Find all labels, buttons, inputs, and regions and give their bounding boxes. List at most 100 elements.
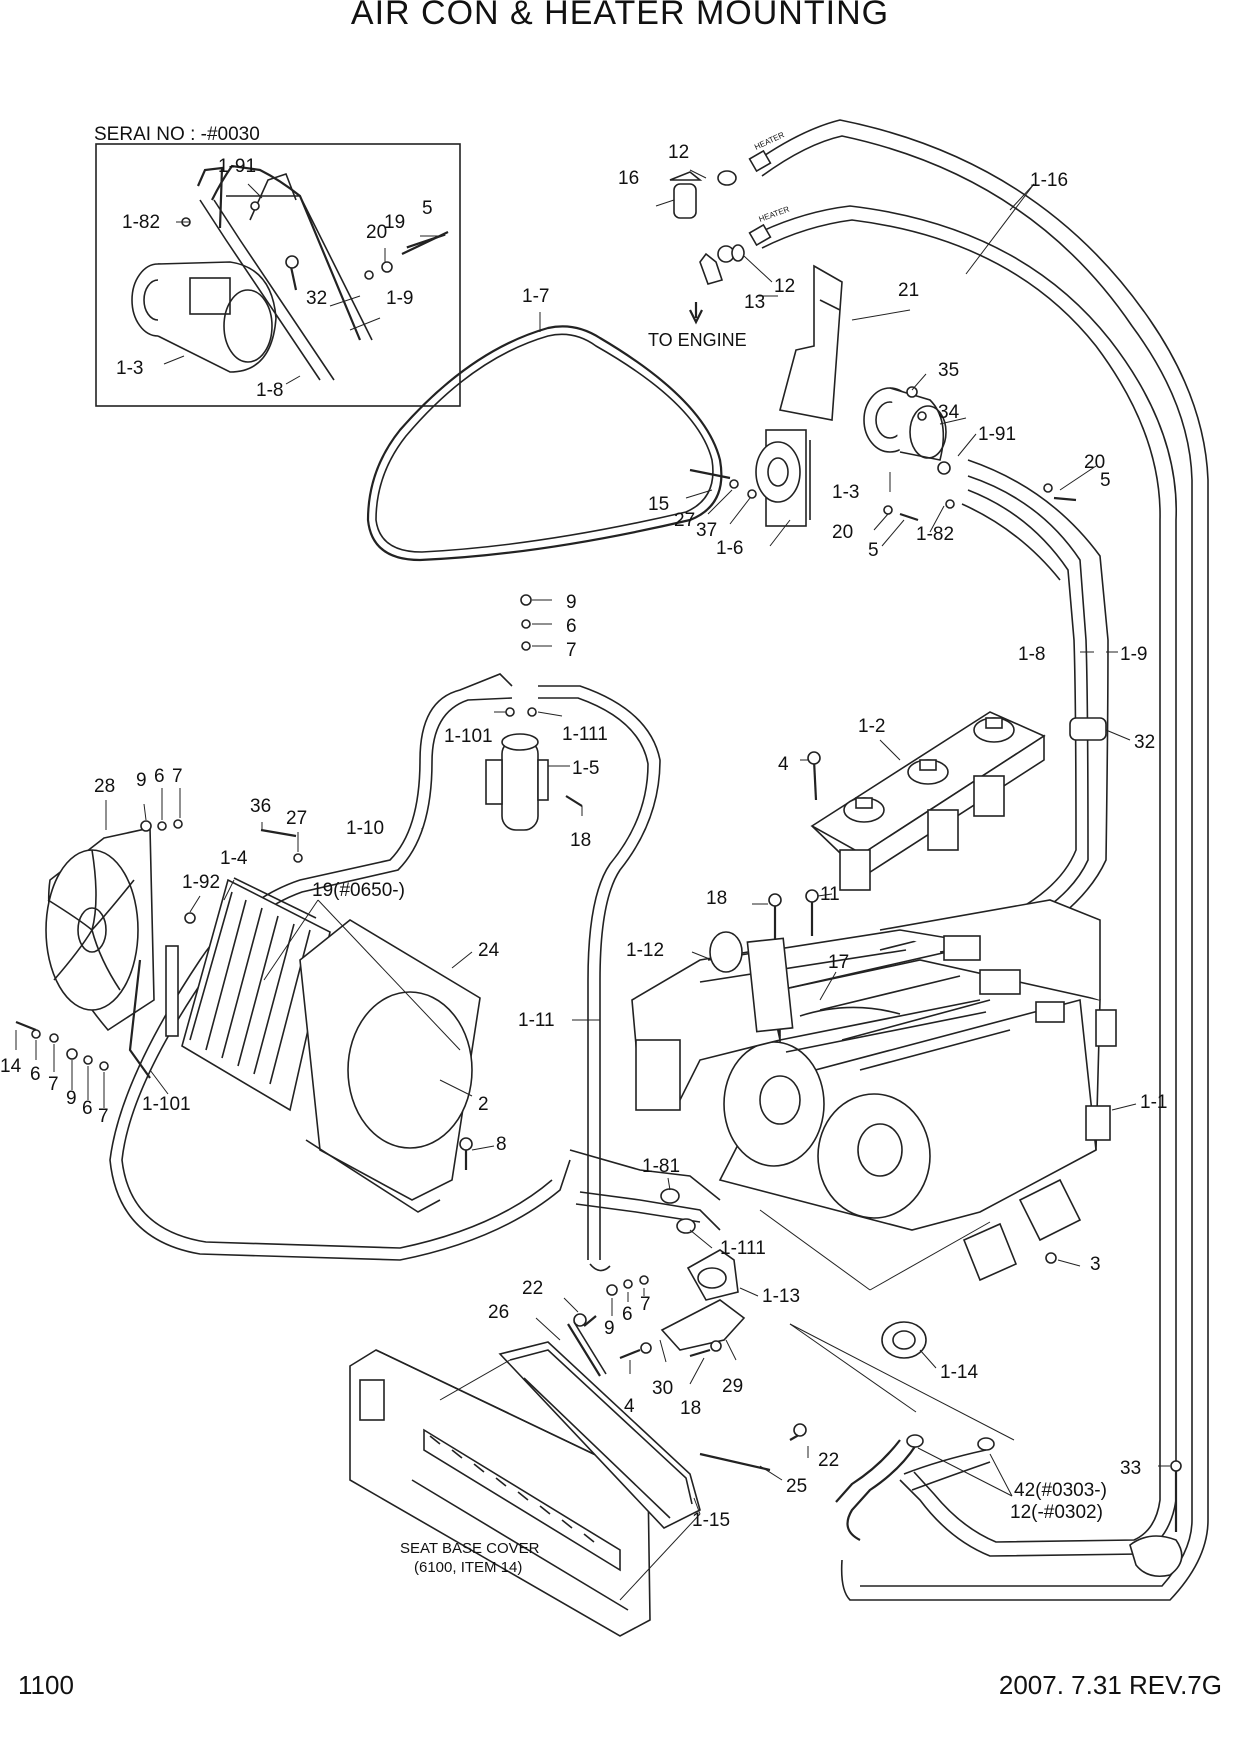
callout-label: 7 (566, 640, 577, 661)
seat-base-cover-label-1: SEAT BASE COVER (400, 1540, 540, 1557)
callout-label: 34 (938, 402, 960, 423)
callout-label: 9 (136, 770, 147, 791)
revision-date: 2007. 7.31 REV.7G (998, 1670, 1222, 1700)
inset-hose-discharge (196, 166, 224, 229)
callout-label: 5 (422, 198, 433, 219)
idler-pulley (689, 429, 811, 527)
callout-label: 7 (48, 1074, 59, 1095)
blower-left (723, 1041, 825, 1167)
callout-label: 17 (828, 952, 849, 973)
callout-label: 28 (94, 776, 115, 797)
callout-label: 9 (604, 1318, 615, 1339)
seal-1-13 (686, 1249, 739, 1301)
ac-hose-1-11 (538, 685, 661, 1260)
fan-shroud (260, 828, 481, 1213)
callout-label: 6 (154, 766, 165, 787)
blower-right (817, 1093, 931, 1219)
callout-label: 1-7 (522, 286, 549, 307)
callout-label: 22 (522, 1278, 543, 1299)
callout-leaders (15, 169, 1170, 1601)
to-engine-arrow-icon (689, 302, 703, 325)
callout-label: 1-10 (346, 818, 384, 839)
callout-labels: 1-91 1-82 20 19 5 32 1-9 1-3 1-8 12 16 1… (0, 142, 1167, 1531)
callout-label: 1-111 (562, 724, 608, 745)
callout-label: 25 (786, 1476, 807, 1497)
callout-label: 29 (722, 1376, 743, 1397)
callout-label: 1-4 (220, 848, 248, 869)
callout-label: 6 (82, 1098, 93, 1119)
grommet-1-14 (881, 1321, 927, 1359)
callout-label: 42(#0303-) (1014, 1480, 1107, 1501)
condenser (128, 877, 331, 1112)
callout-label: 4 (778, 754, 789, 775)
callout-label: 1-91 (978, 424, 1016, 445)
callout-label: 14 (0, 1056, 22, 1077)
callout-label: 1-91 (218, 156, 256, 177)
heater-valve-group (669, 170, 745, 325)
callout-label: 12(-#0302) (1010, 1502, 1103, 1523)
callout-label: 12 (668, 142, 689, 163)
callout-label: 1-16 (1030, 170, 1068, 191)
callout-label: 1-13 (762, 1286, 800, 1307)
callout-label: 6 (30, 1064, 41, 1085)
callout-label: 4 (624, 1396, 635, 1417)
to-engine-label: TO ENGINE (648, 330, 747, 350)
callout-label: 18 (570, 830, 591, 851)
heater-hose-outer (751, 119, 1209, 1601)
callout-label: 19 (384, 212, 405, 233)
air-filter (498, 1341, 701, 1529)
callout-label: 32 (306, 288, 327, 309)
inset-frame (95, 143, 461, 407)
callout-label: 19(#0650-) (312, 880, 405, 901)
callout-label: 27 (674, 510, 695, 531)
callout-label: 6 (566, 616, 577, 637)
callout-label: 1-2 (858, 716, 885, 737)
callout-label: 32 (1134, 732, 1155, 753)
callout-label: 5 (868, 540, 879, 561)
page-number: 1100 (18, 1670, 74, 1700)
callout-label: 26 (488, 1302, 509, 1323)
callout-label: 1-111 (720, 1238, 766, 1259)
page-title: AIR CON & HEATER MOUNTING (350, 0, 890, 32)
callout-label: 1-6 (716, 538, 743, 559)
callout-label: 1-82 (122, 212, 160, 233)
callout-label: 1-9 (1120, 644, 1147, 665)
callout-label: 22 (818, 1450, 839, 1471)
callout-label: 20 (832, 522, 853, 543)
compressor-main (863, 386, 1077, 522)
callout-label: 18 (680, 1398, 701, 1419)
callout-label: 5 (1100, 470, 1111, 491)
callout-label: 7 (172, 766, 183, 787)
callout-label: 1-5 (572, 758, 599, 779)
callout-label: 7 (98, 1106, 109, 1127)
callout-label: 1-101 (444, 726, 493, 747)
callout-label: 15 (648, 494, 669, 515)
callout-label: 16 (618, 168, 639, 189)
stay-rod-26 (567, 1323, 601, 1377)
heater-unit (718, 899, 1117, 1282)
control-panel (807, 711, 1046, 891)
callout-label: 36 (250, 796, 271, 817)
callout-label: 6 (622, 1304, 633, 1325)
callout-label: 1-92 (182, 872, 220, 893)
callout-label: 9 (66, 1088, 77, 1109)
seat-base-cover-label-2: (6100, ITEM 14) (414, 1559, 522, 1576)
callout-label: 1-9 (386, 288, 413, 309)
callout-label: 3 (1090, 1254, 1101, 1275)
callout-label: 1-15 (692, 1510, 730, 1531)
callout-label: 21 (898, 280, 919, 301)
receiver-drier (485, 594, 583, 831)
bracket-29 (660, 1299, 746, 1351)
callout-label: 12 (774, 276, 795, 297)
drive-belt (366, 325, 723, 562)
stay-rod-25 (699, 1452, 771, 1472)
callout-label: 18 (706, 888, 727, 909)
callout-label: 1-1 (1140, 1092, 1167, 1113)
seat-base-cover (349, 1349, 651, 1637)
callout-label: 20 (1084, 452, 1105, 473)
callout-label: 1-8 (256, 380, 283, 401)
bracket-21 (779, 264, 843, 421)
callout-label: 1-82 (916, 524, 954, 545)
callout-label: 35 (938, 360, 959, 381)
